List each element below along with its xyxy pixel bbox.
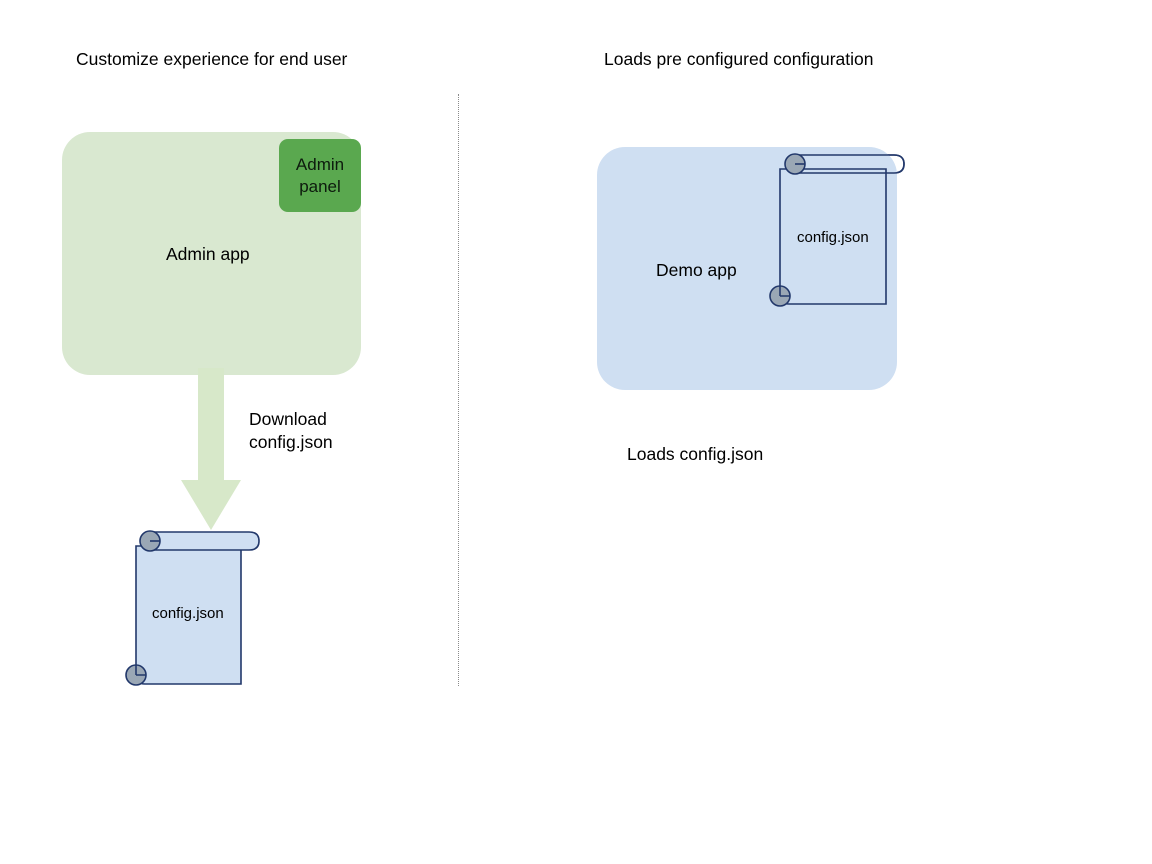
demo-app-box[interactable] <box>597 147 897 390</box>
download-arrow-label-line1: Download <box>249 409 327 429</box>
left-document-bottom-curl-line <box>135 665 146 676</box>
right-document-bottom-curl-line-overlay <box>779 286 790 297</box>
right-document-label: config.json <box>797 229 869 246</box>
download-arrow-label-line2: config.json <box>249 431 333 452</box>
left-document-label: config.json <box>152 605 224 622</box>
section-divider <box>458 94 459 686</box>
right-document-top-roll-overlay <box>794 154 905 174</box>
demo-app-label: Demo app <box>656 260 737 280</box>
admin-panel-label-line1: Admin <box>295 154 345 174</box>
admin-panel-label-line2: panel <box>299 176 341 196</box>
left-document-top-roll <box>149 531 260 551</box>
loads-config-caption: Loads config.json <box>627 444 764 464</box>
admin-panel-box[interactable]: Admin panel <box>279 139 361 212</box>
left-section-title: Customize experience for end user <box>76 49 348 69</box>
admin-app-label: Admin app <box>166 244 250 264</box>
right-section-title: Loads pre configured configuration <box>604 49 874 69</box>
download-arrow-label: Download config.json <box>249 408 333 453</box>
download-arrow <box>181 368 241 530</box>
